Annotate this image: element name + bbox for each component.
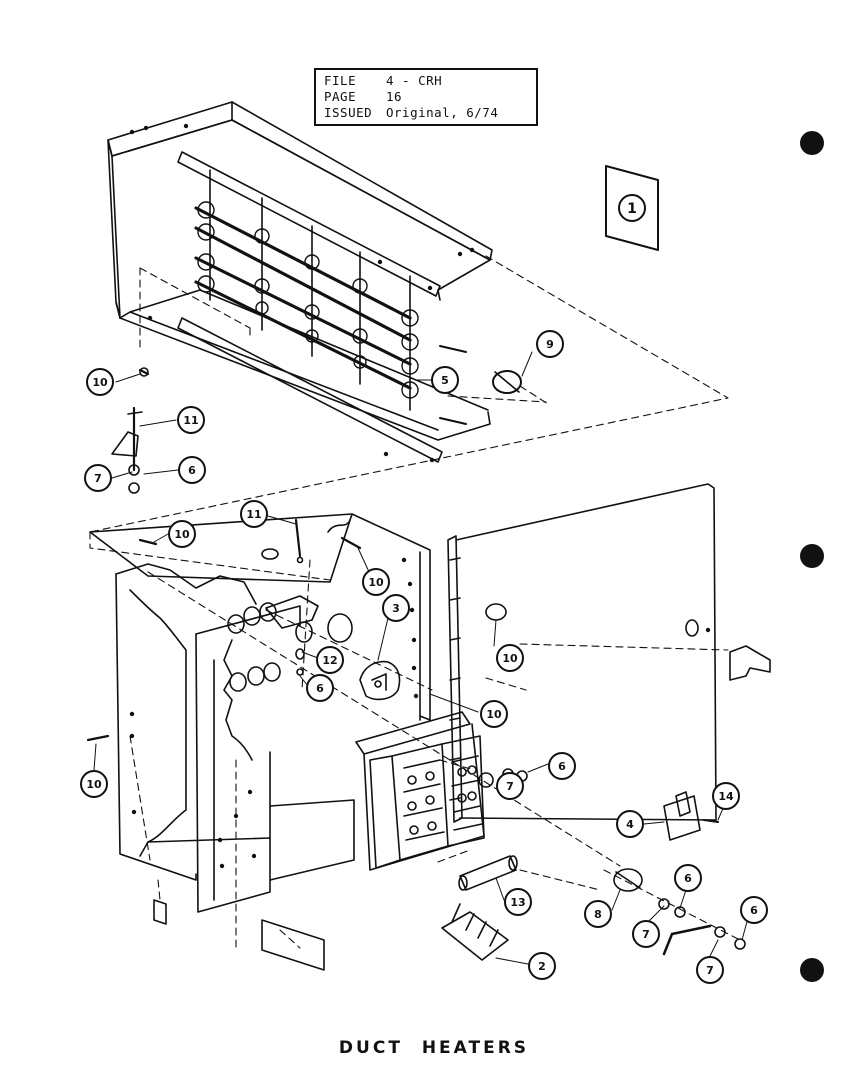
callout: 10 xyxy=(362,568,390,596)
svg-text:10: 10 xyxy=(86,778,102,791)
callout: 11 xyxy=(240,500,268,528)
callout: 6 xyxy=(674,864,702,892)
callout: 6 xyxy=(178,456,206,484)
callout: 8 xyxy=(584,900,612,928)
callout: 11 xyxy=(177,406,205,434)
svg-text:3: 3 xyxy=(392,602,400,615)
issued-label: ISSUED xyxy=(324,105,373,120)
svg-text:10: 10 xyxy=(174,528,190,541)
svg-text:10: 10 xyxy=(486,708,502,721)
svg-text:6: 6 xyxy=(558,760,566,773)
diagram-id-box: 1 xyxy=(605,165,659,251)
svg-text:7: 7 xyxy=(706,964,714,977)
callout: 6 xyxy=(740,896,768,924)
svg-text:14: 14 xyxy=(718,790,734,803)
file-info-box: FILE 4 - CRH PAGE 16 ISSUED Original, 6/… xyxy=(314,68,538,126)
callout: 7 xyxy=(496,772,524,800)
svg-text:5: 5 xyxy=(441,374,449,387)
relay-part xyxy=(613,868,643,892)
issued-value: Original, 6/74 xyxy=(386,105,499,120)
punch-hole-middle xyxy=(800,544,824,568)
heater-element-assembly xyxy=(107,101,522,463)
callout: 2 xyxy=(528,952,556,980)
callout: 4 xyxy=(616,810,644,838)
svg-text:8: 8 xyxy=(594,908,602,921)
callout: 14 xyxy=(712,782,740,810)
heating-coils xyxy=(194,206,412,390)
coil-terminals xyxy=(197,201,419,399)
callout: 7 xyxy=(632,920,660,948)
callout: 6 xyxy=(548,752,576,780)
capillary-tube xyxy=(662,924,712,956)
svg-text:6: 6 xyxy=(188,464,196,477)
svg-text:10: 10 xyxy=(502,652,518,665)
svg-text:7: 7 xyxy=(506,780,514,793)
diagram-id-label: 1 xyxy=(627,201,637,217)
svg-text:7: 7 xyxy=(94,472,102,485)
callout: 3 xyxy=(382,594,410,622)
callout: 10 xyxy=(480,700,508,728)
page-row: PAGE 16 xyxy=(324,89,528,105)
callout: 10 xyxy=(496,644,524,672)
svg-text:6: 6 xyxy=(316,682,324,695)
issued-row: ISSUED Original, 6/74 xyxy=(324,105,528,121)
callout: 10 xyxy=(168,520,196,548)
callout: 13 xyxy=(504,888,532,916)
punch-hole-bottom xyxy=(800,958,824,982)
phantom-lines xyxy=(89,255,741,949)
svg-text:9: 9 xyxy=(546,338,554,351)
callout: 10 xyxy=(80,770,108,798)
file-label: FILE xyxy=(324,73,357,88)
svg-text:6: 6 xyxy=(684,872,692,885)
callout: 12 xyxy=(316,646,344,674)
callout: 7 xyxy=(84,464,112,492)
page-title: DUCT HEATERS xyxy=(338,1038,530,1058)
svg-text:12: 12 xyxy=(322,654,337,667)
file-value: 4 - CRH xyxy=(386,73,443,88)
callout: 6 xyxy=(306,674,334,702)
svg-text:10: 10 xyxy=(92,376,108,389)
page-label: PAGE xyxy=(324,89,357,104)
callout: 7 xyxy=(696,956,724,984)
svg-text:10: 10 xyxy=(368,576,384,589)
terminal-strip-part xyxy=(441,903,509,961)
contactor-block xyxy=(355,711,494,871)
svg-text:7: 7 xyxy=(642,928,650,941)
svg-text:2: 2 xyxy=(538,960,546,973)
punch-hole-top xyxy=(800,131,824,155)
fuse-part xyxy=(458,855,518,891)
svg-text:11: 11 xyxy=(246,508,261,521)
file-row: FILE 4 - CRH xyxy=(324,73,528,89)
page-value: 16 xyxy=(386,89,403,104)
svg-text:6: 6 xyxy=(750,904,758,917)
svg-text:11: 11 xyxy=(183,414,198,427)
callout: 5 xyxy=(431,366,459,394)
svg-text:4: 4 xyxy=(626,818,634,831)
callout: 10 xyxy=(86,368,114,396)
callout: 9 xyxy=(536,330,564,358)
svg-text:13: 13 xyxy=(510,896,525,909)
switch-part xyxy=(663,791,719,841)
